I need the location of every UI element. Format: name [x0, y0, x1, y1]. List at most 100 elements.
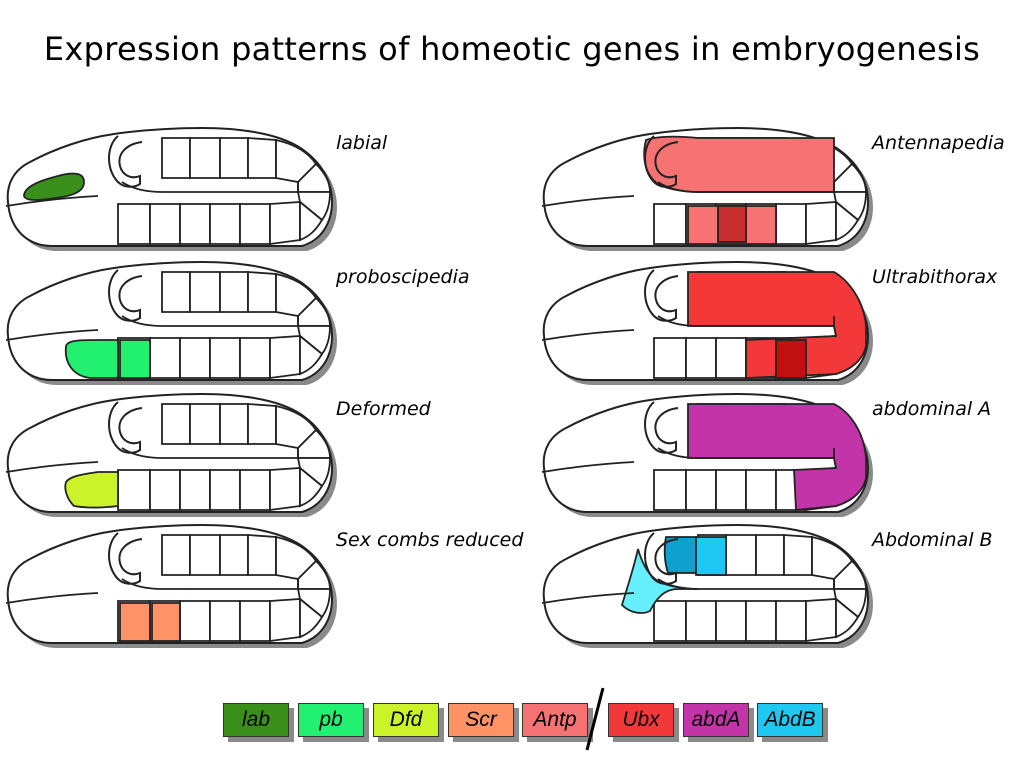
ventral-segment	[715, 337, 747, 379]
ventral-segment	[653, 337, 687, 379]
posterior-segment	[299, 597, 324, 639]
ventral-segment	[685, 337, 717, 379]
dorsal-segment	[189, 137, 221, 179]
inner-line	[657, 315, 835, 327]
legend-lab: lab	[223, 703, 289, 737]
dorsal-segment	[247, 534, 277, 576]
ventral-segment	[805, 598, 837, 643]
dorsal-segment	[189, 534, 221, 576]
gene-label-ultrabithorax: Ultrabithorax	[872, 266, 998, 288]
germ-band-fold	[644, 532, 679, 585]
ventral-segment	[269, 598, 301, 643]
expression-region	[643, 135, 835, 193]
legend-antp: Antp	[522, 703, 588, 737]
expression-region	[64, 471, 119, 509]
ventral-segment	[685, 469, 717, 511]
legend-abda: abdA	[683, 703, 749, 737]
ventral-segment	[209, 600, 241, 642]
expression-region	[23, 172, 85, 201]
ventral-segment	[117, 203, 151, 245]
legend-divider	[585, 687, 605, 751]
dorsal-segment	[219, 403, 249, 445]
inner-line	[121, 181, 299, 193]
ventral-segment	[745, 469, 777, 511]
germ-band-fold	[108, 401, 143, 454]
dorsal-segment	[219, 137, 249, 179]
head-line	[541, 329, 635, 341]
inner-line	[121, 315, 299, 327]
head-line	[541, 195, 635, 207]
ventral-segment	[685, 600, 717, 642]
dorsal-segment	[725, 534, 757, 576]
expression-region	[775, 339, 807, 379]
germ-band-fold	[108, 532, 143, 585]
dorsal-segment	[161, 534, 191, 576]
legend-abdb: AbdB	[757, 703, 823, 737]
embryo-labial	[5, 126, 338, 251]
ventral-segment	[653, 469, 687, 511]
ventral-segment	[209, 203, 241, 245]
expression-region	[663, 536, 697, 574]
dorsal-segment	[755, 534, 785, 576]
expression-region	[695, 536, 727, 576]
expression-region	[687, 271, 867, 379]
embryo-abdominal-b	[541, 523, 873, 648]
dorsal-segment	[247, 271, 277, 313]
legend-ubx: Ubx	[608, 703, 674, 737]
posterior-segment	[835, 597, 860, 639]
ventral-segment	[653, 203, 687, 245]
ventral-segment	[209, 469, 241, 511]
head-line	[5, 329, 99, 341]
ventral-segment	[179, 337, 211, 379]
ventral-segment	[805, 201, 837, 246]
ventral-segment	[149, 203, 181, 245]
inner-line	[657, 447, 835, 459]
head-line	[5, 592, 99, 604]
ventral-segment	[269, 467, 301, 512]
expression-region	[119, 339, 151, 379]
inner-line	[657, 181, 835, 193]
expression-region	[64, 339, 119, 379]
page-title: Expression patterns of homeotic genes in…	[43, 30, 981, 68]
legend-pb: pb	[298, 703, 364, 737]
ventral-segment	[239, 337, 271, 379]
head-line	[541, 461, 635, 473]
posterior-segment	[299, 200, 324, 242]
posterior-segment	[835, 200, 860, 242]
ventral-segment	[775, 600, 807, 642]
gene-label-abdominal-a: abdominal A	[872, 398, 992, 420]
inner-line	[657, 578, 835, 590]
posterior-segment	[299, 466, 324, 508]
legend-dfd: Dfd	[373, 703, 439, 737]
expression-region	[717, 205, 747, 243]
ventral-segment	[745, 600, 777, 642]
ventral-segment	[179, 203, 211, 245]
dorsal-segment	[161, 137, 191, 179]
ventral-segment	[239, 203, 271, 245]
head-line	[541, 592, 635, 604]
ventral-segment	[239, 469, 271, 511]
legend-scr: Scr	[448, 703, 514, 737]
posterior-segment	[299, 334, 324, 376]
ventral-segment	[653, 600, 687, 642]
ventral-segment	[117, 469, 151, 511]
head-line	[5, 195, 99, 207]
germ-band-fold	[108, 135, 143, 188]
ventral-segment	[239, 600, 271, 642]
ventral-segment	[269, 335, 301, 380]
ventral-segment	[209, 337, 241, 379]
gene-label-abdominal-b: Abdominal B	[872, 529, 993, 551]
inner-line	[121, 578, 299, 590]
embryo-ultrabithorax	[541, 260, 873, 385]
expression-region	[687, 403, 867, 511]
dorsal-segment	[189, 271, 221, 313]
dorsal-segment	[247, 137, 277, 179]
expression-region	[151, 602, 181, 642]
gene-label-sex-combs-reduced: Sex combs reduced	[336, 529, 524, 551]
ventral-segment	[269, 201, 301, 246]
gene-label-proboscipedia: proboscipedia	[336, 266, 470, 288]
embryo-proboscipedia	[5, 260, 338, 385]
dorsal-segment	[161, 403, 191, 445]
embryo-antennapedia	[541, 126, 873, 251]
dorsal-segment	[189, 403, 221, 445]
